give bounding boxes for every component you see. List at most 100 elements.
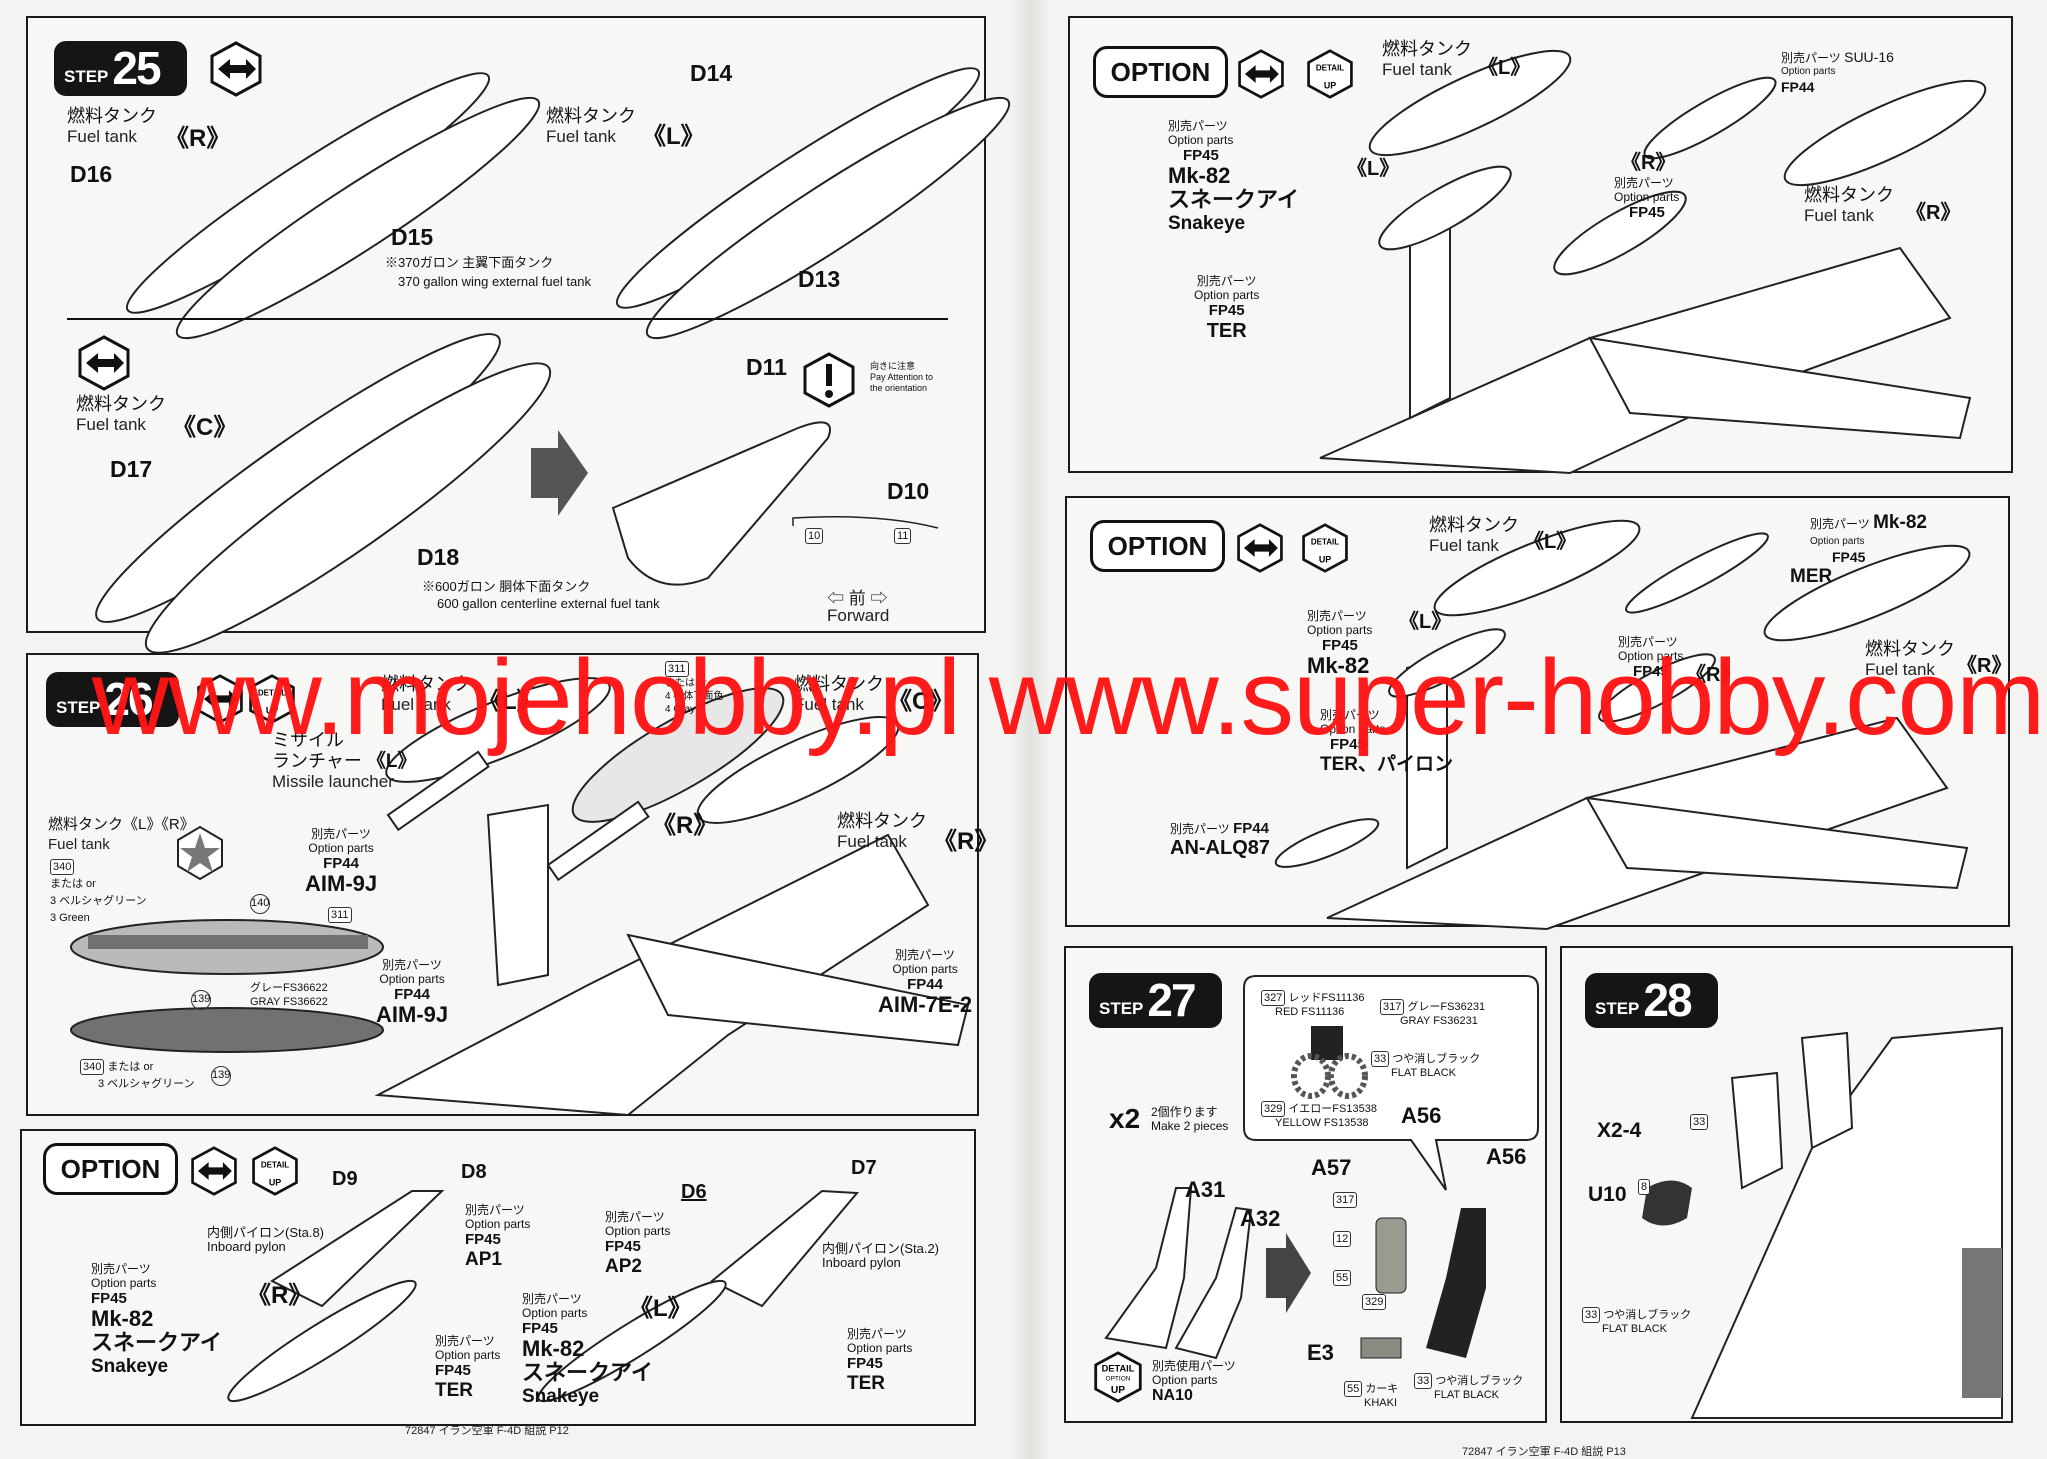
persian-green-jp: 3 ベルシャグリーン: [50, 895, 147, 907]
aircraft-wing: [626, 933, 970, 1047]
tank-c-en: Fuel tank: [76, 415, 146, 434]
option-code: FP45: [522, 1320, 558, 1337]
persian-green-band: [88, 935, 368, 949]
option-en: Option parts: [1810, 536, 1865, 547]
note-600-en: 600 gallon centerline external fuel tank: [437, 596, 660, 611]
option-en: Option parts: [465, 1217, 531, 1231]
part-a57: A57: [1311, 1155, 1352, 1180]
option-en: Option parts: [847, 1341, 913, 1355]
fuel-tank-r: [1763, 544, 1971, 642]
tank-lr-jp: 燃料タンク《L》《R》: [48, 816, 195, 833]
pylon-jp: 内側パイロン(Sta.8): [207, 1225, 325, 1240]
tank-detail-drawing: [611, 421, 831, 586]
paint-jp: つや消しブラック: [1435, 1375, 1524, 1387]
watermark-text: www.mojehobby.pl www.super-hobby.com: [92, 637, 2045, 757]
seat-front: [1730, 1071, 1784, 1190]
option-jp: 別売パーツ: [847, 1327, 907, 1341]
option-code: FP45: [1208, 302, 1245, 319]
option-name: AIM-7E-2: [878, 992, 973, 1017]
flip-side-icon: [197, 674, 243, 724]
part-d17: D17: [110, 456, 153, 482]
paint-en: YELLOW FS13538: [1275, 1117, 1369, 1129]
launcher-jp2: ランチャー: [272, 751, 362, 771]
step-number: 25: [112, 42, 161, 94]
mk82-r: [1598, 653, 1716, 723]
paint-jp: つや消しブラック: [1603, 1309, 1692, 1321]
pylon-jp: 内側パイロン(Sta.2): [822, 1241, 940, 1256]
aircraft-wing: [1585, 796, 1969, 890]
paint-or: または or: [50, 878, 96, 890]
side-r: 《R》: [247, 1282, 313, 1309]
aircraft-tail: [486, 803, 549, 987]
missile-launcher-r: [546, 800, 650, 882]
seat-drawings: [1104, 975, 1539, 1360]
option-name-en: Snakeye: [1168, 213, 1246, 234]
slot-11: 11: [894, 528, 912, 544]
pylon-drawings: [227, 1189, 860, 1403]
paint-alt-en: 4 Gray: [665, 704, 696, 715]
tank-l-side: 《L》: [1478, 57, 1531, 79]
fuel-tank-drawings: [67, 67, 1011, 654]
tank-l-jp: 燃料タンク: [1429, 515, 1519, 535]
part-d16: D16: [70, 161, 113, 187]
flip-side-icon: [1238, 49, 1284, 99]
pylon-sta8-label: 内側パイロン(Sta.8)Inboard pylon: [207, 1226, 324, 1254]
fuel-tank-l: [385, 677, 611, 783]
part-d9: D9: [332, 1168, 358, 1190]
option-jp: 別売パーツ: [465, 1203, 525, 1217]
fuel-tank-l-lower: [645, 96, 1011, 340]
make-two-note: x2: [1109, 1103, 1140, 1135]
option-code: FP45: [1322, 637, 1358, 654]
flip-side-icon: [1237, 523, 1283, 573]
paint-jp: レッドFS11136: [1288, 992, 1365, 1004]
pylon-sta2-label: 内側パイロン(Sta.2)Inboard pylon: [822, 1242, 939, 1270]
svg-text:DETAIL: DETAIL: [261, 1160, 289, 1169]
paint-en: FLAT BLACK: [1391, 1067, 1457, 1079]
option-name: TER: [435, 1380, 473, 1401]
tank-l-en: Fuel tank: [1382, 60, 1452, 79]
option-en: Option parts: [1307, 623, 1373, 637]
x2-label: x2: [1109, 1103, 1141, 1134]
option-name: AIM-9J: [376, 1002, 449, 1027]
paint-en: GRAY FS36231: [1400, 1015, 1478, 1027]
gray-en: GRAY FS36622: [250, 996, 328, 1008]
option-name: Mk-82: [1873, 512, 1927, 533]
part-a32: A32: [1240, 1206, 1281, 1231]
attention-jp: 向きに注意: [870, 361, 916, 371]
option-en: Option parts: [91, 1276, 157, 1290]
paint-or: または or: [665, 678, 707, 689]
option-badge: OPTION: [1090, 520, 1225, 572]
x2-jp: 2個作ります: [1151, 1105, 1218, 1119]
paint-329: 329: [1261, 1101, 1286, 1117]
flip-side-icon: [78, 335, 130, 391]
option-jp: 別売パーツ: [435, 1334, 495, 1348]
decal-140: 140: [250, 894, 270, 914]
option-en: Option parts: [892, 962, 958, 976]
paint-33: 33: [1582, 1307, 1601, 1323]
pylon-en: Inboard pylon: [207, 1239, 286, 1254]
aircraft-drawing: [1319, 49, 1987, 475]
ejection-handle-r: [1328, 1053, 1368, 1099]
tank-l-en: Fuel tank: [381, 695, 451, 714]
fuel-tank-r: [1783, 79, 1987, 187]
mk82-ter-r: [1553, 190, 1687, 276]
pylon-en: Inboard pylon: [822, 1255, 901, 1270]
attention-en2: the orientation: [870, 383, 928, 393]
part-d13: D13: [798, 266, 841, 292]
